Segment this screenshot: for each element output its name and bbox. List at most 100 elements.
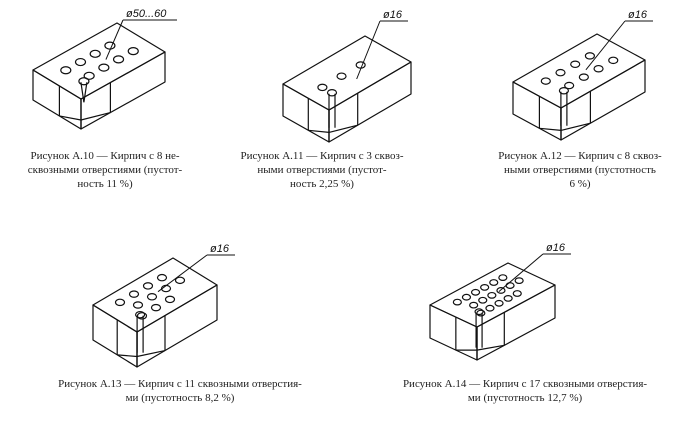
caption-figure-a13: Рисунок А.13 — Кирпич с 11 сквозными отв… (10, 377, 350, 405)
section-line (328, 124, 358, 133)
hole (478, 296, 488, 304)
dimension-label: ø50...60 (126, 8, 167, 20)
dimension-label: ø16 (628, 9, 648, 21)
brick-side-face (560, 59, 646, 141)
hole-wall (83, 82, 88, 103)
hole (487, 291, 497, 299)
brick-figure-a14: ø16 (429, 242, 571, 361)
brick-side-face (80, 51, 166, 130)
hole (469, 301, 479, 309)
hole (608, 56, 619, 65)
hole (127, 47, 139, 56)
hole (89, 49, 101, 58)
brick-front-face (429, 304, 478, 361)
section-line (136, 349, 166, 358)
caption-line: ми (пустотность 12,7 %) (467, 392, 583, 404)
caption-figure-a14: Рисунок А.14 — Кирпич с 17 сквозными отв… (360, 377, 690, 405)
brick-front-face (92, 304, 138, 368)
caption-figure-a10: Рисунок А.10 — Кирпич с 8 не- сквозными … (10, 149, 200, 191)
section-hole (78, 77, 90, 86)
caption-line: сквозными отверстиями (пустот- (27, 164, 183, 176)
hole (452, 298, 462, 306)
brick-front-face (32, 69, 82, 130)
section-line (476, 344, 505, 351)
hole (156, 273, 168, 282)
hole-wall (80, 82, 85, 103)
brick-front-face (282, 83, 330, 143)
hole (514, 277, 524, 285)
hole (593, 64, 604, 73)
brick-side-face (328, 61, 412, 143)
hole (146, 293, 158, 301)
section-hole (326, 88, 338, 97)
hole (128, 290, 140, 298)
section-hole (558, 86, 570, 95)
caption-line: 6 %) (569, 178, 591, 190)
caption-line: ность 11 %) (77, 178, 133, 190)
section-line (59, 115, 82, 121)
hole (60, 66, 72, 75)
caption-line: ными отверстиями (пустотность (504, 164, 656, 176)
leader-line (356, 20, 381, 80)
dimension-label: ø16 (383, 9, 403, 21)
hole (578, 73, 589, 81)
hole (142, 282, 154, 290)
hole (174, 276, 186, 285)
hole (498, 274, 508, 282)
brick-figure-a12: ø16 (512, 9, 653, 141)
hole (476, 309, 486, 317)
hole (150, 303, 162, 312)
hole (564, 81, 575, 90)
hole (540, 77, 551, 85)
hole (470, 288, 481, 296)
section-hole (135, 310, 146, 319)
hole (503, 295, 513, 302)
caption-line: Рисунок А.10 — Кирпич с 8 не- (30, 150, 180, 162)
brick-figure-a13: ø16 (92, 243, 235, 368)
dimension-label: ø16 (210, 243, 230, 255)
hole (114, 298, 126, 307)
brick-top-face (32, 22, 166, 100)
hole (355, 61, 366, 69)
caption-line: ность 2,25 %) (290, 178, 354, 190)
hole (164, 295, 176, 304)
hole (570, 60, 581, 69)
hole (98, 63, 110, 72)
leader-line (498, 253, 544, 292)
brick-figure-a10: ø50...60 (32, 8, 177, 130)
caption-figure-a11: Рисунок А.11 — Кирпич с 3 сквоз- ными от… (232, 149, 412, 191)
section-line (539, 127, 562, 131)
leader-line (105, 19, 124, 60)
hole (136, 312, 148, 320)
brick-figure-a11: ø16 (282, 9, 412, 143)
section-line (80, 111, 111, 121)
hole (505, 282, 515, 289)
hole (489, 279, 499, 286)
section-line (308, 129, 330, 133)
caption-line: Рисунок А.13 — Кирпич с 11 сквозными отв… (58, 378, 302, 390)
hole (317, 83, 328, 92)
caption-line: ными отверстиями (пустот- (257, 164, 387, 176)
hole (555, 68, 566, 77)
hole (584, 52, 596, 60)
section-line (117, 354, 138, 358)
caption-line: ми (пустотность 8,2 %) (125, 392, 235, 404)
hole (132, 301, 144, 309)
hole (512, 290, 522, 297)
hole (112, 55, 125, 64)
hole (494, 299, 504, 307)
hole (83, 71, 95, 80)
leader-line (585, 20, 626, 71)
caption-line: Рисунок А.12 — Кирпич с 8 сквоз- (498, 150, 662, 162)
caption-line: Рисунок А.14 — Кирпич с 17 сквозными отв… (402, 378, 648, 390)
leader-line (157, 254, 208, 293)
hole (496, 287, 506, 294)
brick-front-face (512, 81, 562, 141)
hole (336, 72, 347, 80)
hole (461, 293, 472, 301)
hole (480, 284, 490, 291)
caption-line: Рисунок А.11 — Кирпич с 3 сквоз- (240, 150, 404, 162)
hole (485, 304, 495, 312)
hole (74, 57, 87, 67)
